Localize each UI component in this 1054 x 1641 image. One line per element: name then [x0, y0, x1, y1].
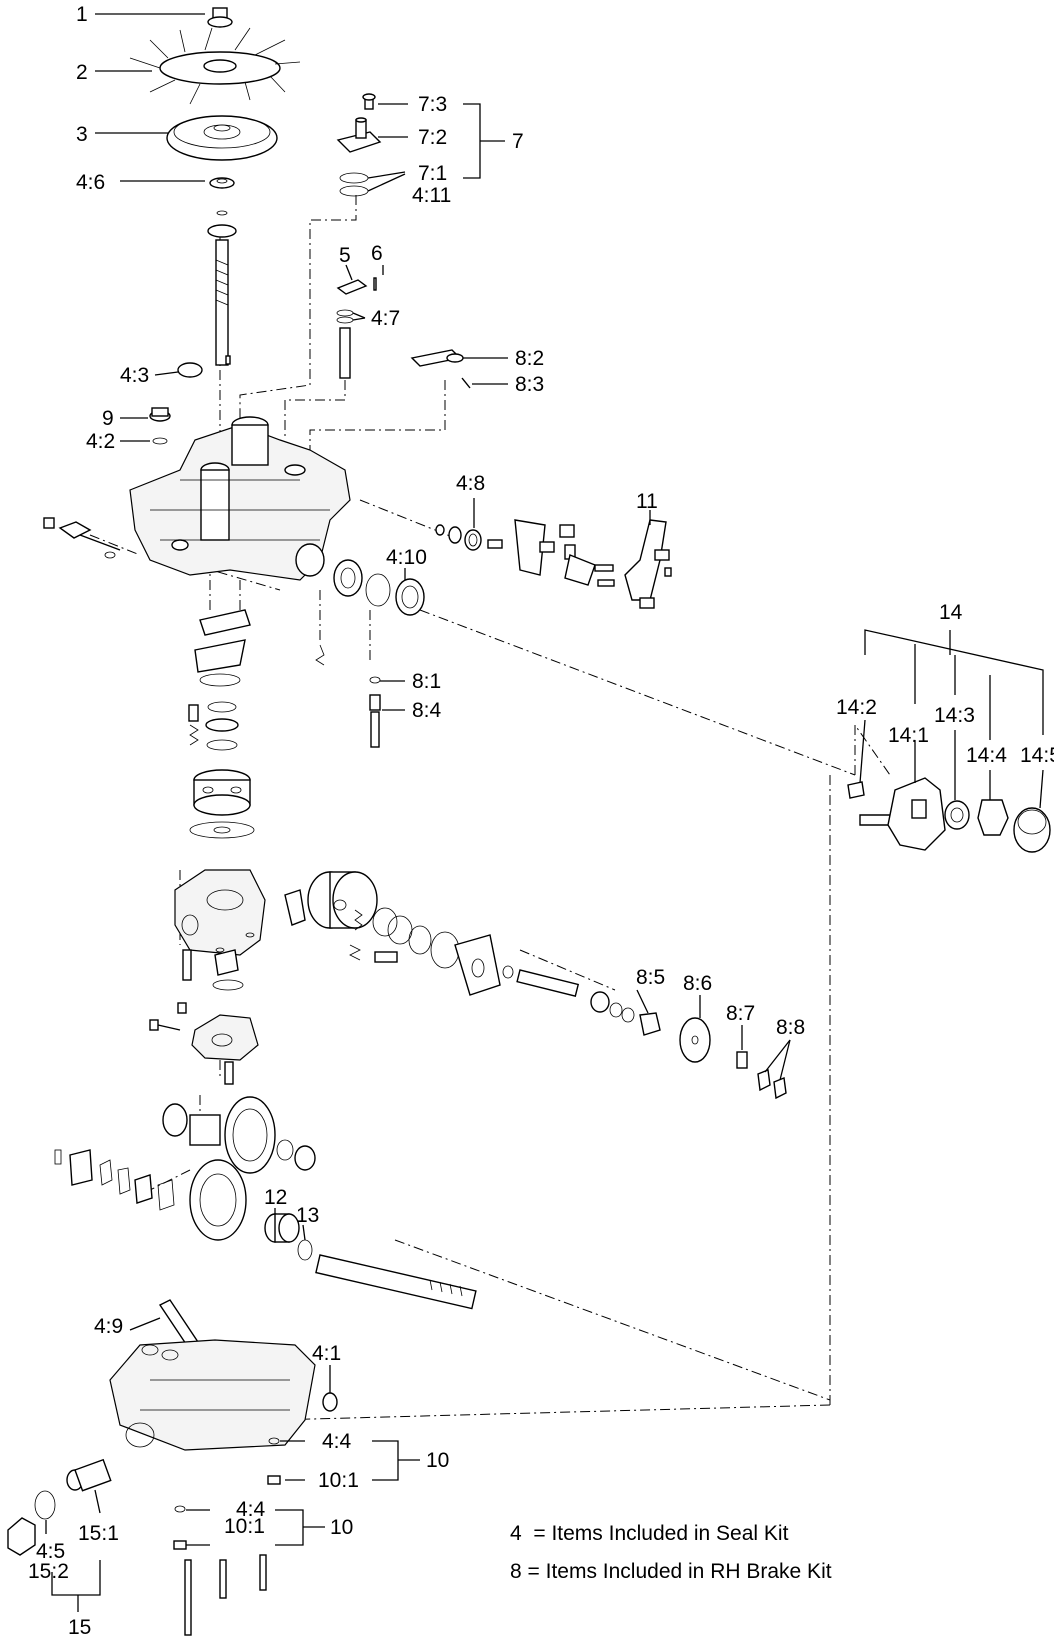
leader-lines: [45, 13, 1044, 1612]
callout-10-1-a: 10:1: [318, 1469, 359, 1492]
callout-7: 7: [512, 130, 524, 153]
callout-8-3: 8:3: [515, 373, 544, 396]
gears: [162, 1096, 316, 1241]
seals-4-10: [333, 559, 425, 616]
part-15-filter: [7, 1458, 112, 1556]
part-1-nut: [207, 7, 233, 28]
callout-7-3: 7:3: [418, 93, 447, 116]
callout-4-1: 4:1: [312, 1342, 341, 1365]
lower-center: [149, 949, 259, 1085]
callout-3: 3: [76, 123, 88, 146]
callout-8-2: 8:2: [515, 347, 544, 370]
center-section: [174, 869, 266, 981]
upper-housing: [129, 416, 351, 581]
callout-4-11: 4:11: [412, 184, 451, 207]
callout-14-4: 14:4: [966, 744, 1007, 767]
callout-15: 15: [68, 1616, 91, 1639]
callout-6: 6: [371, 242, 383, 265]
callout-10-a: 10: [426, 1449, 449, 1472]
callout-7-1: 7:1: [418, 162, 447, 185]
callout-1: 1: [76, 3, 88, 26]
center-gear-stack: [188, 609, 255, 839]
callout-12: 12: [264, 1186, 287, 1209]
part-9-plug: [149, 407, 171, 422]
callout-8-4: 8:4: [412, 699, 442, 722]
callout-4-8: 4:8: [456, 472, 485, 495]
lower-housing: [109, 1339, 338, 1451]
callout-8-1: 8:1: [412, 670, 441, 693]
callout-4-6: 4:6: [76, 171, 105, 194]
legend-brake-kit: 8 = Items Included in RH Brake Kit: [510, 1560, 832, 1583]
callout-4-5: 4:5: [36, 1540, 65, 1563]
brackets: [54, 1149, 175, 1211]
pump-row: [284, 871, 635, 1023]
callout-8-5: 8:5: [636, 966, 665, 989]
part-14-hub: [847, 777, 1051, 853]
callout-4-9: 4:9: [94, 1315, 123, 1338]
callout-7-2: 7:2: [418, 126, 447, 149]
callout-8-6: 8:6: [683, 972, 712, 995]
callout-labels: 1 2 3 4:6 7:3 7:2 7 7:1 4:11 5 6 4:7 8:2…: [28, 3, 1054, 1639]
callout-8-8: 8:8: [776, 1016, 805, 1039]
callout-4-3: 4:3: [120, 364, 149, 387]
left-shaft: [43, 517, 121, 559]
callout-15-1: 15:1: [78, 1522, 119, 1545]
part-3-pulley: [166, 115, 278, 161]
callout-10-1-b: 10:1: [224, 1515, 265, 1538]
callout-8-7: 8:7: [726, 1002, 755, 1025]
callout-14-5: 14:5: [1020, 744, 1054, 767]
callout-14-2: 14:2: [836, 696, 877, 719]
part-8-2-8-3: [410, 349, 471, 389]
part-4-2-oring: [152, 437, 168, 445]
part-11-lever: [624, 519, 672, 609]
part-5-6: [336, 277, 377, 379]
part-7-group: [336, 93, 382, 197]
brake-items: [639, 1012, 787, 1100]
callout-15-2: 15:2: [28, 1560, 69, 1583]
callout-9: 9: [102, 407, 114, 430]
part-4-3-plug: [177, 362, 203, 378]
callout-11: 11: [636, 490, 658, 513]
callout-10-b: 10: [330, 1516, 353, 1539]
legend: 4 = Items Included in Seal Kit 8 = Items…: [510, 1522, 832, 1583]
callout-5: 5: [339, 244, 351, 267]
callout-4-10: 4:10: [386, 546, 427, 569]
callout-4-2: 4:2: [86, 430, 115, 453]
part-4-6-seal: [209, 177, 235, 189]
bottom-bolts: [184, 1554, 267, 1636]
output-shaft: [264, 1213, 477, 1310]
part-8-1-8-4: [315, 644, 381, 748]
callout-14-1: 14:1: [888, 724, 929, 747]
callout-2: 2: [76, 61, 88, 84]
callout-4-4-b: 4:4: [236, 1498, 266, 1521]
input-shaft: [207, 210, 237, 366]
callout-4-7: 4:7: [371, 307, 400, 330]
part-2-fan: [129, 27, 301, 105]
callout-13: 13: [296, 1204, 319, 1227]
callout-14-3: 14:3: [934, 704, 975, 727]
callout-14: 14: [939, 601, 963, 624]
legend-seal-kit: 4 = Items Included in Seal Kit: [510, 1522, 789, 1545]
callout-4-4-a: 4:4: [322, 1430, 352, 1453]
linkage-4-8: [435, 519, 615, 587]
